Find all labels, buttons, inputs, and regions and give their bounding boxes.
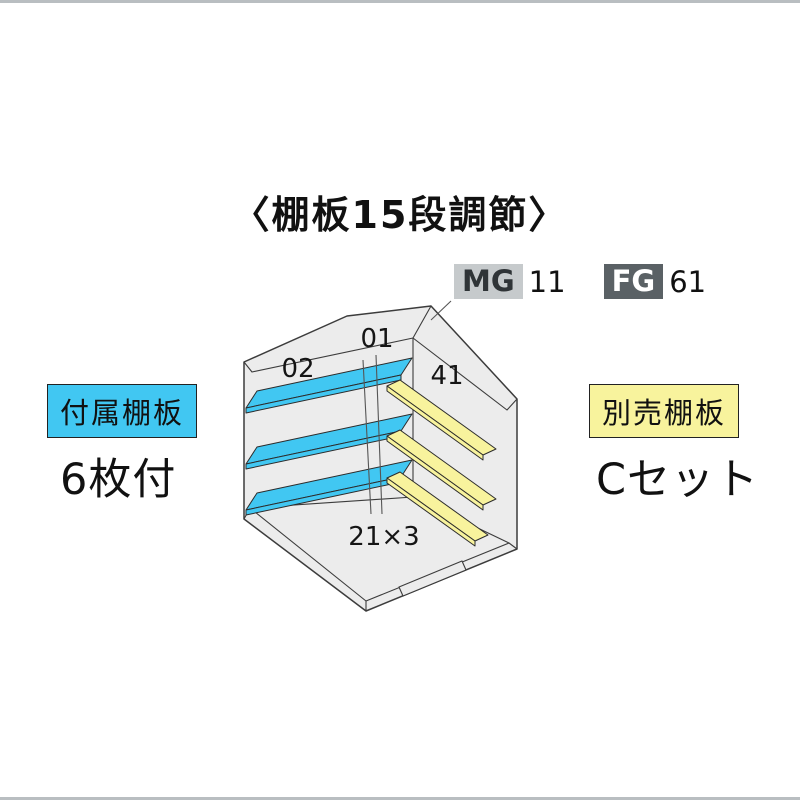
included-shelf-quantity: 6枚付 [60,455,177,505]
code-leader-line [430,300,452,321]
fg-code-chip: FG [603,264,664,300]
optional-shelf-set: Cセット [596,455,760,505]
fg-code-value: 61 [669,264,707,299]
shed-diagram: 02 01 41 21×3 [243,300,518,612]
optional-shelf-bottom-edge [386,477,476,547]
optional-shelf-tag: 別売棚板 [589,384,740,438]
included-shelf-top-edge [245,374,402,414]
included-shelf-tag: 付属棚板 [47,384,198,438]
support-post-label: 21×3 [348,522,419,552]
support-post-lines [362,354,383,515]
fg-code-group: FG 61 [603,264,707,300]
model-code-row: MG 11 FG 61 [454,264,707,300]
wall-top-edges [243,305,518,411]
shelf-label-right: 41 [430,361,463,391]
door-sill [398,560,467,597]
shelf-label-left: 02 [281,354,314,384]
page-bottom-rule [0,797,800,800]
mg-code-value: 11 [528,264,566,299]
shelf-label-back: 01 [360,324,393,354]
optional-shelf-middle-edge [386,435,484,511]
page-title: 〈棚板15段調節〉 [231,193,569,237]
mg-code-group: MG 11 [454,264,566,300]
optional-shelf-top-edge [386,385,484,461]
page-top-rule [0,0,800,3]
mg-code-chip: MG [454,264,523,300]
